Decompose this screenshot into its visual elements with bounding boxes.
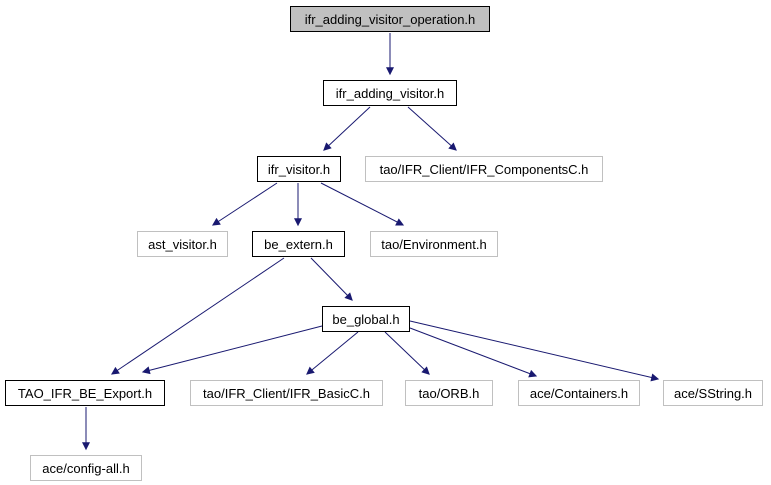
node-label: ace/Containers.h [529,385,629,401]
edge-global-to-containers [409,327,538,378]
graph-node-basic: tao/IFR_Client/IFR_BasicC.h [190,380,383,406]
node-label: tao/Environment.h [381,236,487,252]
graph-node-orb: tao/ORB.h [405,380,493,406]
node-label: ace/SString.h [673,385,753,401]
graph-node-adding[interactable]: ifr_adding_visitor.h [323,80,457,106]
edge-adding-to-components [407,106,457,151]
edge-visitor-to-env [320,182,405,226]
node-label: tao/IFR_Client/IFR_ComponentsC.h [379,161,589,177]
node-label: ast_visitor.h [148,236,217,252]
edge-global-to-orb [384,331,430,375]
node-label: TAO_IFR_BE_Export.h [17,385,153,401]
graph-node-visitor[interactable]: ifr_visitor.h [257,156,341,182]
graph-node-configall: ace/config-all.h [30,455,142,481]
node-label: tao/ORB.h [418,385,480,401]
graph-node-extern[interactable]: be_extern.h [252,231,345,257]
node-label: be_global.h [332,311,400,327]
edge-extern-to-export [111,257,285,375]
edge-extern-to-global [310,257,353,301]
graph-node-ast: ast_visitor.h [137,231,228,257]
graph-node-global[interactable]: be_global.h [322,306,410,332]
node-label: be_extern.h [264,236,333,252]
edge-visitor-to-ast [211,182,278,226]
node-label: tao/IFR_Client/IFR_BasicC.h [203,385,370,401]
node-label: ifr_adding_visitor.h [335,85,445,101]
edge-global-to-basic [306,331,359,375]
graph-node-env: tao/Environment.h [370,231,498,257]
graph-node-components: tao/IFR_Client/IFR_ComponentsC.h [365,156,603,182]
node-label: ace/config-all.h [42,460,130,476]
graph-node-op: ifr_adding_visitor_operation.h [290,6,490,32]
graph-node-containers: ace/Containers.h [518,380,640,406]
edge-global-to-sstring [409,320,660,382]
node-label: ifr_visitor.h [267,161,331,177]
node-label: ifr_adding_visitor_operation.h [304,11,476,27]
graph-node-sstring: ace/SString.h [663,380,763,406]
edge-global-to-export [141,325,323,375]
graph-node-export[interactable]: TAO_IFR_BE_Export.h [5,380,165,406]
edge-adding-to-visitor [323,106,371,151]
